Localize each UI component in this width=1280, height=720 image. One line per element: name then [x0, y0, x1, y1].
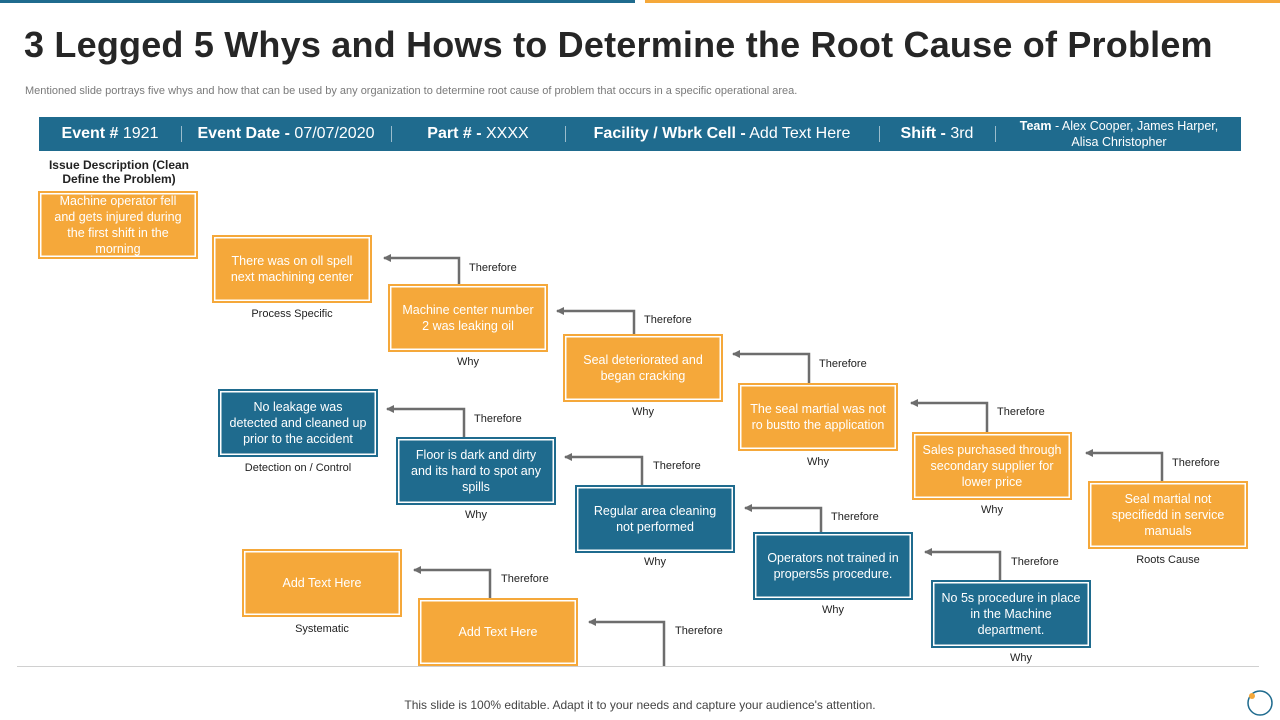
detection-why-box-1: No leakage was detected and cleaned up p…: [218, 389, 378, 457]
header-separator: [391, 126, 392, 142]
why-caption: Why: [644, 556, 666, 568]
therefore-label: Therefore: [1172, 457, 1220, 469]
systematic-why-box-1: Add Text Here: [242, 549, 402, 617]
therefore-arrow: [564, 453, 644, 485]
why-caption: Why: [465, 509, 487, 521]
process-root-cause-box: Seal martial not specifiedd in service m…: [1088, 481, 1248, 549]
therefore-label: Therefore: [474, 413, 522, 425]
shift: Shift - 3rd: [879, 117, 995, 151]
footer-note: This slide is 100% editable. Adapt it to…: [404, 698, 876, 712]
event-date-key: Event Date -: [197, 125, 290, 142]
page-title: 3 Legged 5 Whys and Hows to Determine th…: [24, 24, 1213, 65]
detection-why-box-3: Regular area cleaning not performed: [575, 485, 735, 553]
team: Team - Alex Cooper, James Harper, Alisa …: [1009, 117, 1229, 151]
process-why-box-3: Seal deteriorated and began cracking: [563, 334, 723, 402]
therefore-label: Therefore: [831, 511, 879, 523]
detection-why-box-5: No 5s procedure in place in the Machine …: [931, 580, 1091, 648]
therefore-label: Therefore: [644, 314, 692, 326]
detection-control-label: Detection on / Control: [244, 462, 352, 474]
therefore-arrow: [386, 405, 466, 437]
page-subtitle: Mentioned slide portrays five whys and h…: [25, 85, 798, 97]
part-number-key: Part # -: [427, 125, 482, 142]
facility-key: Facility / Wbrk Cell -: [593, 125, 746, 142]
therefore-arrow: [732, 350, 811, 383]
facility-value: Add Text Here: [745, 125, 851, 142]
header-separator: [995, 126, 996, 142]
event-date-value: 07/07/2020: [289, 125, 375, 142]
therefore-arrow: [1085, 449, 1164, 481]
process-why-box-5: Sales purchased through secondary suppli…: [912, 432, 1072, 500]
shift-value: 3rd: [945, 125, 974, 142]
footer-divider: [17, 666, 1259, 667]
event-number-value: 1921: [118, 125, 159, 142]
therefore-label: Therefore: [1011, 556, 1059, 568]
therefore-arrow: [924, 548, 1002, 580]
systematic-label: Systematic: [295, 623, 349, 635]
header-separator: [565, 126, 566, 142]
process-why-box-1: There was on oll spell next machining ce…: [212, 235, 372, 303]
why-caption: Why: [822, 604, 844, 616]
therefore-label: Therefore: [819, 358, 867, 370]
root-cause-caption: Roots Cause: [1136, 554, 1200, 566]
systematic-why-box-2: Add Text Here: [418, 598, 578, 666]
event-number: Event # 1921: [39, 117, 181, 151]
top-accent-bar-orange: [645, 0, 1280, 3]
issue-description-label: Issue Description (Clean Define the Prob…: [48, 158, 190, 186]
part-number-value: XXXX: [481, 125, 529, 142]
process-why-box-2: Machine center number 2 was leaking oil: [388, 284, 548, 352]
therefore-label: Therefore: [501, 573, 549, 585]
event-number-key: Event #: [61, 125, 119, 142]
shift-key: Shift -: [900, 125, 946, 142]
therefore-arrow: [413, 566, 492, 598]
therefore-label: Therefore: [469, 262, 517, 274]
therefore-label: Therefore: [653, 460, 701, 472]
therefore-arrow: [910, 399, 989, 432]
top-accent-bar-blue: [0, 0, 635, 3]
therefore-label: Therefore: [675, 625, 723, 637]
part-number: Part # - XXXX: [391, 117, 565, 151]
process-why-box-4: The seal martial was not ro bustto the a…: [738, 383, 898, 451]
corner-circle-icon: [1247, 690, 1273, 716]
why-caption: Why: [807, 456, 829, 468]
team-value: - Alex Cooper, James Harper, Alisa Chris…: [1051, 119, 1219, 149]
team-key: Team: [1019, 119, 1052, 133]
why-caption: Why: [1010, 652, 1032, 664]
therefore-label: Therefore: [997, 406, 1045, 418]
therefore-arrow: [588, 618, 666, 666]
why-caption: Why: [457, 356, 479, 368]
detection-why-box-4: Operators not trained in propers5s proce…: [753, 532, 913, 600]
process-specific-label: Process Specific: [251, 308, 333, 320]
issue-description-box: Machine operator fell and gets injured d…: [38, 191, 198, 259]
therefore-arrow: [383, 254, 461, 284]
detection-why-box-2: Floor is dark and dirty and its hard to …: [396, 437, 556, 505]
why-caption: Why: [632, 406, 654, 418]
facility: Facility / Wbrk Cell - Add Text Here: [565, 117, 879, 151]
therefore-arrow: [744, 504, 823, 532]
why-caption: Why: [981, 504, 1003, 516]
therefore-arrow: [556, 307, 636, 334]
event-header-bar: Event # 1921 Event Date - 07/07/2020 Par…: [39, 117, 1241, 151]
header-separator: [181, 126, 182, 142]
header-separator: [879, 126, 880, 142]
event-date: Event Date - 07/07/2020: [181, 117, 391, 151]
